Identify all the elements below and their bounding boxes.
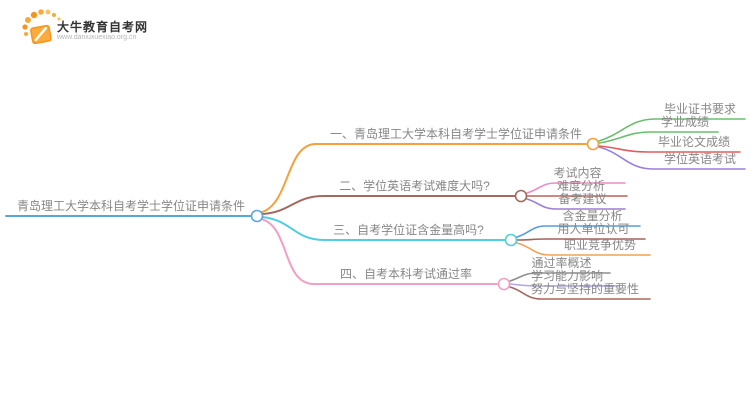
branch-4-child-1-line (509, 272, 611, 282)
branch-4-label[interactable]: 四、自考本科考试通过率 (339, 267, 472, 281)
branch-2-line (261, 195, 516, 215)
branch-1-child-3-label[interactable]: 毕业论文成绩 (657, 135, 730, 149)
site-name: 大牛教育自考网 (57, 20, 149, 34)
branch-1-child-3-line (598, 145, 741, 153)
branch-2-child-3-label[interactable]: 备考建议 (558, 192, 607, 206)
branch-3-child-1-label[interactable]: 含金量分析 (562, 209, 623, 223)
branch-2-child-2-label[interactable]: 难度分析 (556, 179, 605, 193)
branch-4-child-2-line (509, 283, 619, 287)
site-logo[interactable]: 大牛教育自考网 www.daniuxuexiao.org.cn (20, 8, 200, 58)
branch-4-line (260, 218, 498, 285)
root-node-label[interactable]: 青岛理工大学本科自考学士学位证申请条件 (16, 199, 245, 213)
branch-2-child-3-line (526, 198, 626, 210)
branch-3-child-1-line (516, 225, 641, 238)
root-node-handle[interactable] (250, 209, 264, 223)
branch-1-child-2-label[interactable]: 学业成绩 (660, 115, 709, 129)
branch-3-child-2-label[interactable]: 用人单位认可 (557, 222, 630, 236)
branch-3-label[interactable]: 三、自考学位证含金量高吗? (333, 223, 484, 237)
branch-2-child-1-label[interactable]: 考试内容 (553, 166, 602, 180)
branch-4-child-3-label[interactable]: 努力与坚持的重要性 (530, 282, 639, 296)
branch-1-child-1-line (598, 118, 746, 142)
branch-3-line (261, 216, 506, 241)
branch-1-child-4-label[interactable]: 学位英语考试 (663, 152, 736, 166)
branch-3-child-3-label[interactable]: 职业竞争优势 (563, 238, 636, 252)
branch-4-node-handle[interactable] (497, 277, 511, 291)
branch-3-child-3-line (516, 242, 651, 256)
site-url: www.daniuxuexiao.org.cn (57, 34, 137, 41)
branch-3-node-handle[interactable] (504, 233, 518, 247)
branch-4-child-2-label[interactable]: 学习能力影响 (530, 269, 603, 283)
branch-4-child-1-label[interactable]: 通过率概述 (531, 256, 592, 270)
branch-1-child-4-line (598, 146, 746, 170)
branch-1-node-handle[interactable] (586, 137, 600, 151)
branch-2-label[interactable]: 二、学位英语考试难度大吗? (339, 179, 490, 193)
branch-2-child-1-line (526, 182, 626, 194)
branch-4-child-3-line (509, 286, 651, 300)
branch-3-child-2-line (516, 238, 646, 241)
book-icon (22, 9, 61, 45)
branch-1-label[interactable]: 一、青岛理工大学本科自考学士学位证申请条件 (329, 127, 582, 141)
branch-1-child-2-line (598, 131, 719, 144)
branch-1-line (261, 143, 588, 213)
branch-2-node-handle[interactable] (514, 189, 528, 203)
branch-1-child-1-label[interactable]: 毕业证书要求 (663, 102, 736, 116)
